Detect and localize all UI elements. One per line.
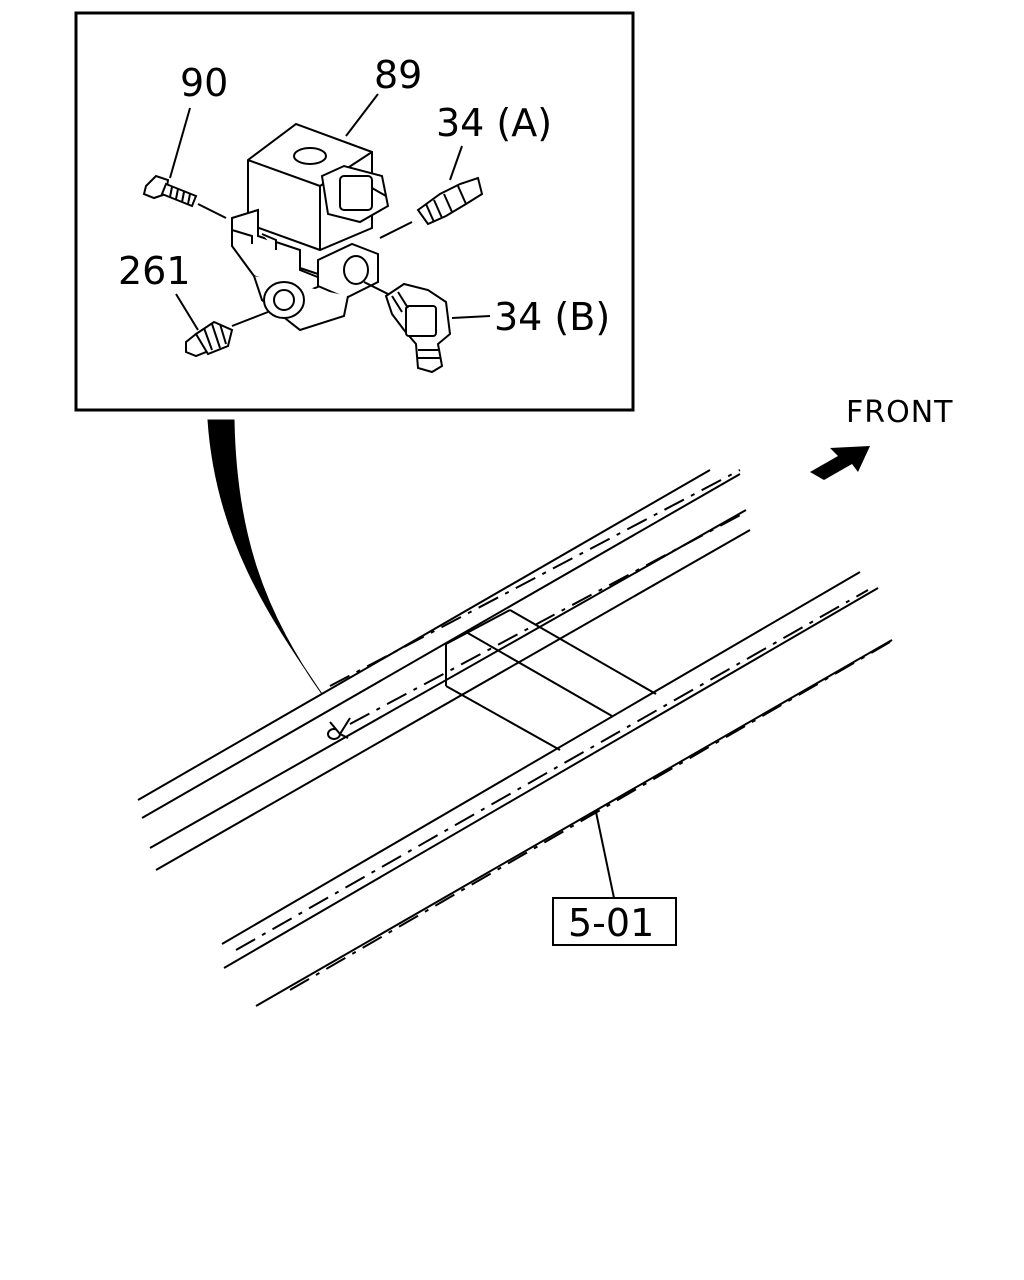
plug-261-icon xyxy=(185,320,234,358)
front-arrow-icon xyxy=(810,446,870,480)
mounting-bolt-marker-icon xyxy=(327,717,351,740)
bolt-90-icon xyxy=(142,174,227,219)
fitting-34a-icon xyxy=(416,176,484,226)
callout-34a: 34 (A) xyxy=(436,101,552,145)
connector-guide-line xyxy=(379,221,413,239)
callout-90: 90 xyxy=(180,61,228,105)
callout-34b: 34 (B) xyxy=(494,295,610,339)
front-label: FRONT xyxy=(846,395,953,430)
callout-261: 261 xyxy=(118,249,191,293)
reference-leader xyxy=(595,811,615,899)
leader-lines xyxy=(169,93,491,331)
reference-code: 5-01 xyxy=(568,901,654,945)
reference-box xyxy=(552,897,677,946)
callout-89: 89 xyxy=(374,53,422,97)
frame-centerlines xyxy=(235,469,891,991)
fitting-34b-icon xyxy=(384,282,452,374)
plug-guide-line xyxy=(231,311,269,327)
detail-pointer xyxy=(207,419,323,695)
chassis-frame xyxy=(137,469,893,1007)
valve-89-icon xyxy=(231,122,390,332)
port-guide-line xyxy=(363,281,393,297)
